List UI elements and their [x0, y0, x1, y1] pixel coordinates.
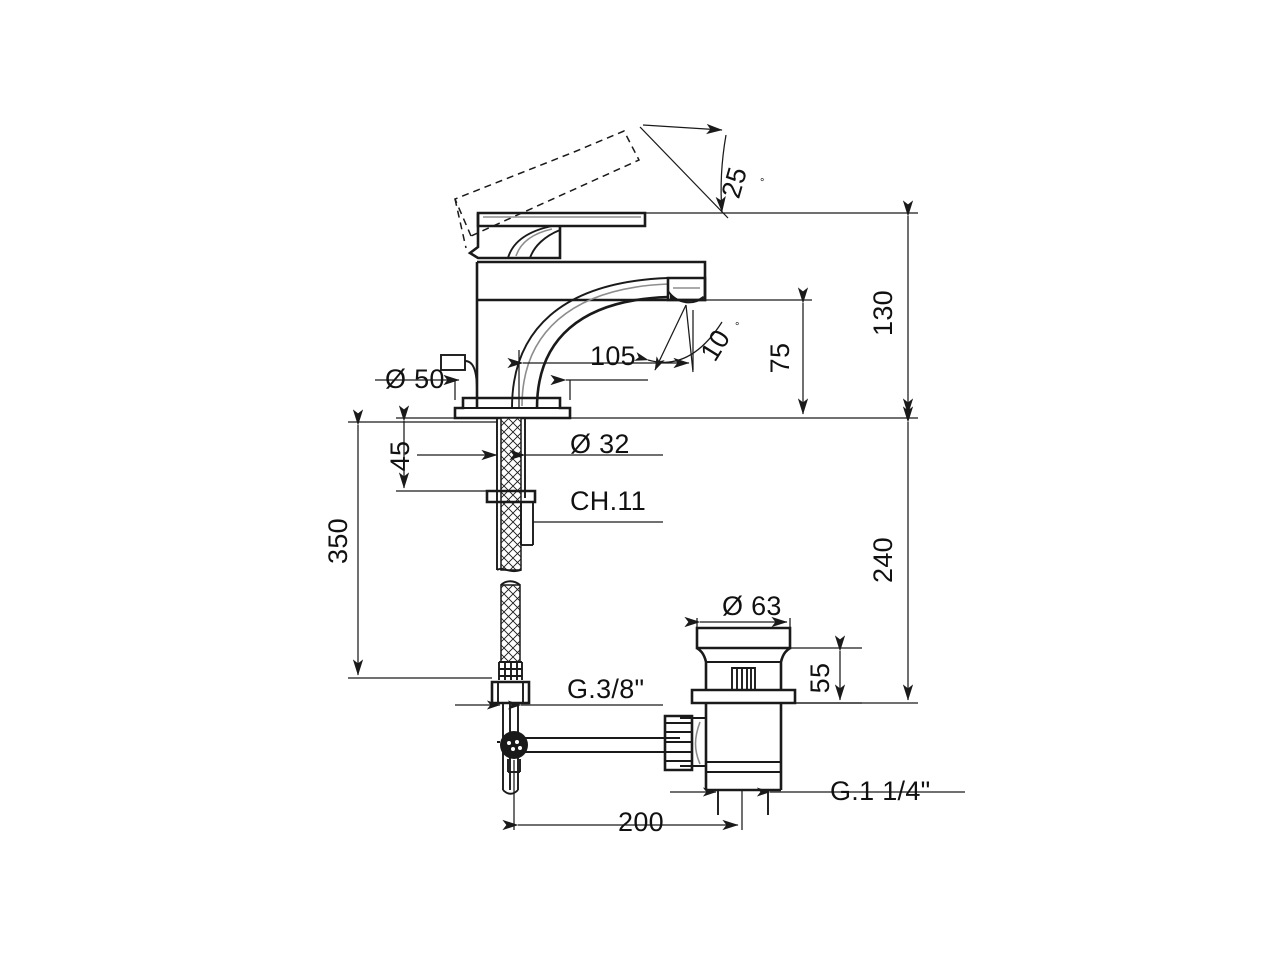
popup-lift-rod: [440, 354, 478, 398]
label-dim-200: 200: [618, 807, 664, 837]
angle-25-annotation: [639, 123, 729, 219]
dimension-200: [502, 760, 743, 831]
label-dim-130: 130: [868, 290, 898, 336]
flexible-supply-hose: [490, 580, 531, 795]
label-dim-240: 240: [868, 537, 898, 583]
faucet-lever-handle: [467, 211, 647, 260]
label-dim-45: 45: [385, 441, 415, 472]
label-dim-g38: G.3/8": [567, 674, 644, 704]
label-dim-55: 55: [805, 663, 835, 694]
label-angle-10-degree: °: [735, 321, 739, 333]
label-dim-dia-32: Ø 32: [570, 429, 630, 459]
angle-10-annotation: [634, 304, 723, 373]
label-dim-dia-50: Ø 50: [385, 364, 445, 394]
dimension-dia-50: [375, 374, 648, 400]
label-dim-105: 105: [590, 341, 636, 371]
label-dim-ch11: CH.11: [570, 486, 646, 516]
dimension-240: [795, 406, 918, 704]
threaded-shank: [485, 417, 537, 573]
dimension-dia-63: [684, 616, 791, 628]
dimension-45: [396, 405, 497, 492]
dimension-350: [348, 409, 497, 679]
dimension-75: [705, 287, 812, 415]
label-dim-dia-63: Ø 63: [722, 591, 782, 621]
label-dim-g114: G.1 1/4": [830, 776, 931, 806]
label-angle-10: 10: [695, 324, 737, 366]
label-dim-75: 75: [765, 343, 795, 374]
popup-waste-drain: [663, 626, 797, 815]
handle-ghost-outline: [454, 130, 641, 249]
label-dim-350: 350: [323, 518, 353, 564]
dimension-130: [570, 200, 918, 419]
popup-linkage-rod: [497, 731, 680, 773]
label-angle-25-degree: °: [760, 177, 764, 189]
faucet-body: [453, 260, 707, 420]
